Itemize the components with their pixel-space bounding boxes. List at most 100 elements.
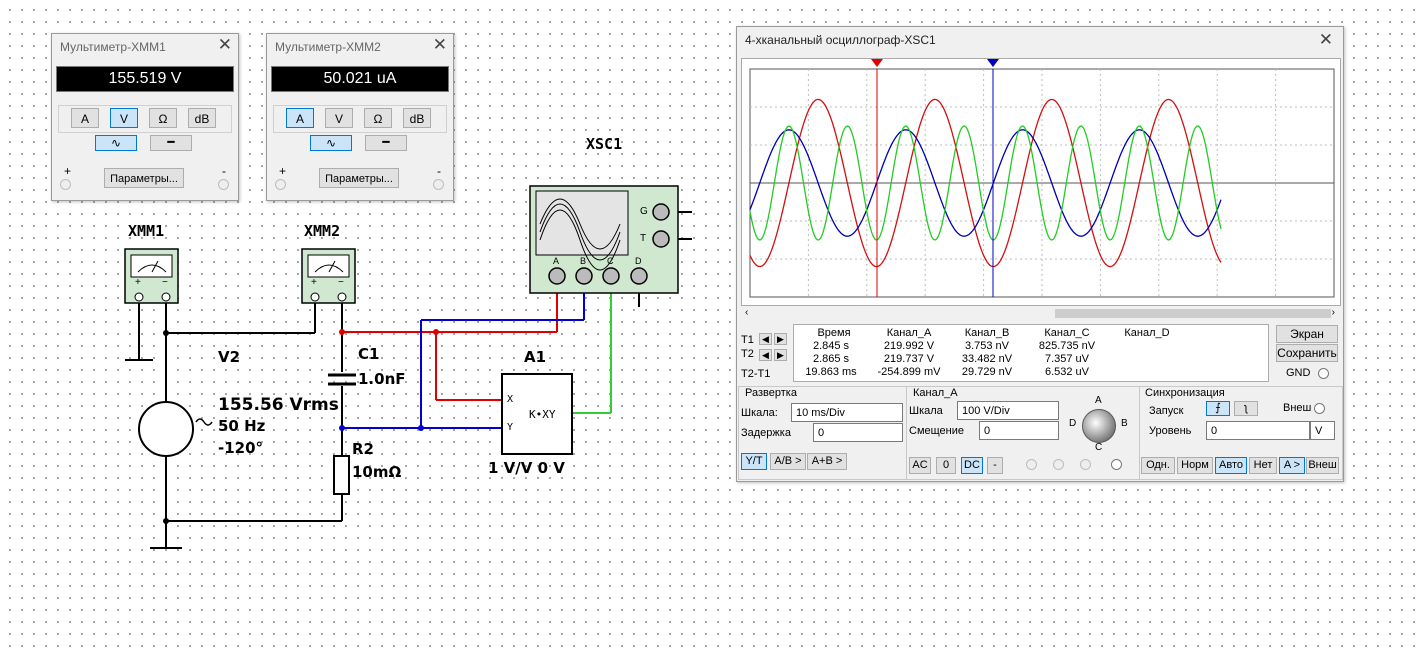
falling-edge-icon[interactable]: ʅ xyxy=(1234,401,1258,416)
trigger-normal-button[interactable]: Норм xyxy=(1177,457,1213,474)
timebase-title: Развертка xyxy=(745,387,797,399)
trigger-level-unit[interactable]: V xyxy=(1310,421,1335,440)
trigger-title: Синхронизация xyxy=(1145,387,1225,399)
trigger-level-label: Уровень xyxy=(1149,425,1192,437)
scrollbar-thumb[interactable] xyxy=(1055,309,1331,318)
trigger-none-button[interactable]: Нет xyxy=(1249,457,1277,474)
settings-button[interactable]: Параметры... xyxy=(104,168,184,188)
mode-ohms-button[interactable]: Ω xyxy=(364,108,392,128)
invert-button[interactable]: - xyxy=(987,457,1003,474)
mode-volts-button[interactable]: V xyxy=(110,108,138,128)
scope-grid xyxy=(750,69,1334,297)
channel-radio-4[interactable] xyxy=(1111,459,1122,470)
xsc1-symbol[interactable] xyxy=(529,185,679,294)
mode-amps-button[interactable]: A xyxy=(71,108,99,128)
xmm2-minus: − xyxy=(338,277,344,288)
xmm1-label: XMM1 xyxy=(128,222,165,240)
a1-y-pin: Y xyxy=(507,422,514,433)
channel-radio-1[interactable] xyxy=(1026,459,1037,470)
dc-mode-button[interactable]: ━ xyxy=(150,135,192,151)
table-header: Канал_B xyxy=(964,327,1010,339)
cursor-diff-label: T2-T1 xyxy=(741,368,771,380)
timebase-scale-field[interactable]: 10 ms/Div xyxy=(791,403,903,422)
mode-amps-button[interactable]: A xyxy=(286,108,314,128)
trigger-source-a-button[interactable]: A > xyxy=(1279,457,1305,474)
close-icon[interactable]: ✕ xyxy=(1318,30,1333,49)
c1-value: 1.0nF xyxy=(358,370,406,388)
minus-terminal[interactable] xyxy=(433,179,444,190)
channel-offset-field[interactable]: 0 xyxy=(979,421,1059,440)
timebase-delay-label: Задержка xyxy=(741,427,791,439)
trigger-ext-radio[interactable] xyxy=(1314,403,1325,414)
scope-cursors[interactable] xyxy=(871,59,999,297)
channel-title: Канал_A xyxy=(913,387,958,399)
channel-radio-2[interactable] xyxy=(1053,459,1064,470)
zero-coupling-button[interactable]: 0 xyxy=(936,457,956,474)
xmm1-symbol[interactable] xyxy=(124,248,179,304)
table-cell: 3.753 nV xyxy=(964,340,1010,352)
table-cell: 29.729 nV xyxy=(961,366,1013,378)
channel-selector-knob-icon[interactable] xyxy=(1082,409,1116,443)
close-icon[interactable]: ✕ xyxy=(217,35,232,54)
mode-volts-button[interactable]: V xyxy=(325,108,353,128)
xmm2-symbol[interactable] xyxy=(301,248,356,304)
trigger-level-field[interactable]: 0 xyxy=(1206,421,1310,440)
mode-db-button[interactable]: dB xyxy=(188,108,216,128)
r2-value: 10mΩ xyxy=(352,463,402,481)
close-icon[interactable]: ✕ xyxy=(432,35,447,54)
scroll-left-icon[interactable]: ‹ xyxy=(745,307,749,318)
gnd-radio[interactable] xyxy=(1318,368,1329,379)
trigger-single-button[interactable]: Одн. xyxy=(1141,457,1175,474)
timebase-delay-field[interactable]: 0 xyxy=(813,423,903,442)
ac-mode-button[interactable]: ∿ xyxy=(310,135,352,151)
table-cell: 2.845 s xyxy=(812,340,850,352)
multimeter-xmm2-title: Мультиметр-XMM2 xyxy=(275,40,381,54)
minus-terminal-label: - xyxy=(222,164,226,178)
channel-radio-3[interactable] xyxy=(1080,459,1091,470)
gnd-label: GND xyxy=(1286,367,1311,379)
knob-label-d: D xyxy=(1069,418,1077,429)
t2-right-arrow-icon[interactable]: ▶ xyxy=(774,349,787,361)
dc-coupling-button[interactable]: DC xyxy=(961,457,983,474)
a1-multiplier-body[interactable] xyxy=(501,373,573,455)
mode-ohms-button[interactable]: Ω xyxy=(149,108,177,128)
table-cell: 219.992 V xyxy=(883,340,935,352)
cursor-t2-handle-icon[interactable] xyxy=(987,59,999,67)
minus-terminal[interactable] xyxy=(218,179,229,190)
a-plus-b-mode-button[interactable]: A+B > xyxy=(807,453,847,470)
t2-left-arrow-icon[interactable]: ◀ xyxy=(759,349,772,361)
plus-terminal[interactable] xyxy=(60,179,71,190)
yt-mode-button[interactable]: Y/T xyxy=(741,453,767,470)
v2-source[interactable] xyxy=(138,401,194,457)
table-cell: 33.482 nV xyxy=(961,353,1013,365)
ac-mode-button[interactable]: ∿ xyxy=(95,135,137,151)
plus-terminal[interactable] xyxy=(275,179,286,190)
dc-mode-button[interactable]: ━ xyxy=(365,135,407,151)
t1-left-arrow-icon[interactable]: ◀ xyxy=(759,333,772,345)
ab-mode-button[interactable]: A/B > xyxy=(770,453,806,470)
cursor-t1-handle-icon[interactable] xyxy=(871,59,883,67)
settings-button[interactable]: Параметры... xyxy=(319,168,399,188)
cursor-readout-table: Время Канал_A Канал_B Канал_C Канал_D 2.… xyxy=(793,324,1269,382)
save-button[interactable]: Сохранить xyxy=(1276,344,1338,362)
ac-coupling-button[interactable]: AC xyxy=(909,457,931,474)
oscilloscope-xsc1-window: 4-хканальный осциллограф-XSC1 ✕ ‹ › T1 T… xyxy=(736,26,1344,482)
trigger-ext-button[interactable]: Внеш xyxy=(1306,457,1339,474)
scope-screen[interactable] xyxy=(741,58,1341,306)
channel-offset-label: Смещение xyxy=(909,425,965,437)
v2-name: V2 xyxy=(218,348,241,366)
scroll-right-icon[interactable]: › xyxy=(1331,307,1335,318)
scope-traces xyxy=(749,98,1222,268)
rising-edge-icon[interactable]: ⨍ xyxy=(1206,401,1230,416)
channel-scale-field[interactable]: 100 V/Div xyxy=(957,401,1059,420)
trigger-auto-button[interactable]: Авто xyxy=(1215,457,1247,474)
a1-name: A1 xyxy=(524,348,547,366)
scope-c-label: C xyxy=(607,256,614,266)
r2-body[interactable] xyxy=(333,455,350,495)
table-cell: 219.737 V xyxy=(883,353,935,365)
horizontal-scrollbar[interactable]: ‹ › xyxy=(741,307,1339,320)
screen-button[interactable]: Экран xyxy=(1276,325,1338,343)
mode-db-button[interactable]: dB xyxy=(403,108,431,128)
t1-right-arrow-icon[interactable]: ▶ xyxy=(774,333,787,345)
